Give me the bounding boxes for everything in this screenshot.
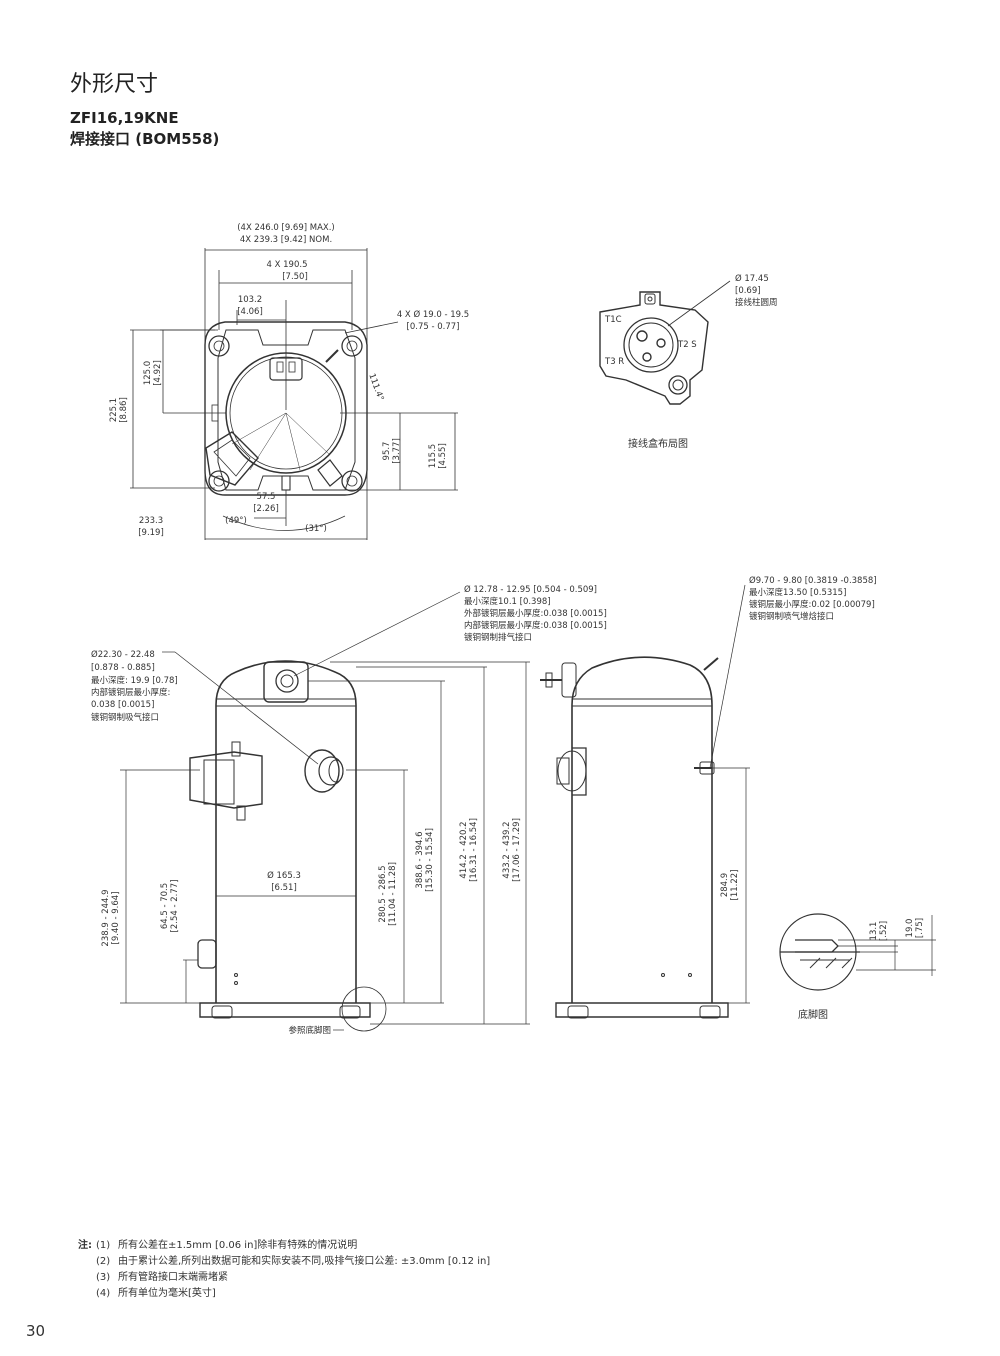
note-text: 所有管路接口末端需堵紧 (118, 1272, 228, 1283)
note-index: (3) (96, 1272, 111, 1283)
injection-spec-line: 镀铜层最小厚度:0.02 [0.00079] (749, 599, 875, 610)
angle-49: (49°) (225, 516, 247, 526)
dim-125-in: [4.92] (153, 360, 163, 386)
discharge-spec-line: 最小深度10.1 [0.398] (464, 596, 551, 607)
terminal-box-caption: 接线盒布局图 (628, 437, 688, 450)
dim-mount-hole: 4 X Ø 19.0 - 19.5 (397, 309, 469, 320)
dim-foot-190: 19.0 (905, 919, 915, 938)
injection-spec-line: 镀铜钢制喷气增焓接口 (749, 611, 834, 622)
note-item: (2) 由于累计公差,所列出数据可能和实际安装不同,吸排气接口公差: ±3.0m… (78, 1254, 490, 1270)
dim-h-3886-in: [15.30 - 15.54] (425, 828, 435, 892)
dim-foot-190-in: [.75] (915, 918, 925, 938)
note-item: (4) 所有单位为毫米[英寸] (78, 1286, 490, 1302)
note-text: 所有单位为毫米[英寸] (118, 1288, 216, 1299)
foot-detail-caption: 底脚图 (798, 1008, 828, 1021)
dim-2333-in: [9.19] (138, 528, 164, 538)
discharge-spec: Ø 12.78 - 12.95 [0.504 - 0.509] 最小深度10.1… (464, 584, 607, 643)
note-index: (4) (96, 1288, 111, 1299)
dim-mount-hole-in: [0.75 - 0.77] (407, 322, 460, 332)
dim-575-in: [2.26] (253, 504, 279, 514)
dim-h-4332: 433.2 - 439.2 (502, 821, 512, 878)
dim-h-4332-in: [17.06 - 17.29] (512, 818, 522, 882)
terminal-t1c: T1C (604, 315, 622, 325)
note-text: 所有公差在±1.5mm [0.06 in]除非有特殊的情况说明 (118, 1240, 358, 1251)
dim-offset: 103.2 (238, 295, 262, 305)
page-title: 外形尺寸 (70, 72, 159, 97)
dim-h-4142: 414.2 - 420.2 (459, 821, 469, 878)
dim-offset-in: [4.06] (237, 307, 263, 317)
note-item: (3) 所有管路接口末端需堵紧 (78, 1270, 490, 1286)
top-view (130, 248, 458, 540)
dim-h-2389-in: [9.40 - 9.64] (111, 892, 121, 945)
suction-spec-line: 0.038 [0.0015] (91, 700, 154, 710)
dim-957: 95.7 (382, 442, 392, 461)
dim-h-4142-in: [16.31 - 16.54] (469, 818, 479, 882)
injection-spec-line: Ø9.70 - 9.80 [0.3819 -0.3858] (749, 575, 877, 586)
dim-foot-131-in: [.52] (879, 921, 889, 941)
angle-111: 111.4° (366, 372, 385, 402)
side-view-left (120, 591, 530, 1032)
dim-width-nom: 4X 239.3 [9.42] NOM. (240, 235, 332, 245)
angle-31: (31°) (305, 524, 327, 534)
model-name: ZFI16,19KNE (70, 109, 179, 127)
dim-bolt-spacing-in: [7.50] (282, 272, 308, 282)
terminal-box-view (599, 280, 731, 405)
dim-125: 125.0 (143, 361, 153, 385)
dim-h-3886: 388.6 - 394.6 (415, 831, 425, 888)
terminal-diameter-note: 接线柱圆周 (735, 297, 778, 308)
dim-1155-in: [4.55] (438, 443, 448, 469)
terminal-t2s: T2 S (677, 340, 697, 350)
dim-1155: 115.5 (428, 444, 438, 468)
injection-spec-line: 最小深度13.50 [0.5315] (749, 587, 846, 598)
note-item: 注: (1) 所有公差在±1.5mm [0.06 in]除非有特殊的情况说明 (78, 1238, 490, 1254)
page-number: 30 (26, 1322, 46, 1340)
terminal-diameter-in: [0.69] (735, 286, 761, 296)
suction-spec-line: 内部镀铜层最小厚度: (91, 687, 170, 698)
note-text: 由于累计公差,所列出数据可能和实际安装不同,吸排气接口公差: ±3.0mm [0… (118, 1256, 491, 1267)
side-view-right (540, 584, 750, 1019)
dim-225: 225.1 (109, 398, 119, 422)
dim-h-645-in: [2.54 - 2.77] (170, 880, 180, 933)
dim-h-2805-in: [11.04 - 11.28] (388, 862, 398, 926)
note-index: (2) (96, 1256, 111, 1267)
terminal-diameter: Ø 17.45 (735, 273, 769, 284)
dim-shell-dia-in: [6.51] (271, 883, 297, 893)
dim-h-2805: 280.5 - 286.5 (378, 865, 388, 922)
discharge-spec-line: Ø 12.78 - 12.95 [0.504 - 0.509] (464, 584, 597, 595)
dim-957-in: [3.77] (392, 438, 402, 464)
dim-225-in: [8.86] (119, 397, 129, 423)
discharge-spec-line: 外部镀铜层最小厚度:0.038 [0.0015] (464, 608, 607, 619)
suction-spec: Ø22.30 - 22.48 [0.878 - 0.885] 最小深度: 19.… (91, 649, 178, 723)
model-subtitle: ZFI16,19KNE 焊接接口 (BOM558) (70, 108, 219, 150)
dim-2333: 233.3 (139, 516, 163, 526)
dim-h-2389: 238.9 - 244.9 (101, 889, 111, 946)
suction-spec-line: Ø22.30 - 22.48 (91, 649, 155, 660)
discharge-spec-line: 内部镀铜层最小厚度:0.038 [0.0015] (464, 620, 607, 631)
notes-section: 注: (1) 所有公差在±1.5mm [0.06 in]除非有特殊的情况说明 (… (78, 1238, 490, 1302)
injection-spec: Ø9.70 - 9.80 [0.3819 -0.3858] 最小深度13.50 … (749, 575, 877, 622)
suction-spec-line: 镀铜钢制吸气接口 (91, 712, 159, 723)
notes-label: 注: (78, 1240, 92, 1251)
dim-h-2849-in: [11.22] (730, 870, 740, 901)
dim-width-max: (4X 246.0 [9.69] MAX.) (237, 223, 335, 233)
dim-575: 57.5 (257, 492, 276, 502)
suction-spec-line: 最小深度: 19.9 [0.78] (91, 675, 178, 686)
note-index: (1) (96, 1240, 111, 1251)
foot-ref-label: 参照底脚图 (288, 1025, 331, 1036)
dim-h-645: 64.5 - 70.5 (160, 883, 170, 929)
terminal-t3r: T3 R (604, 357, 624, 367)
foot-detail (779, 913, 936, 991)
connection-type: 焊接接口 (BOM558) (70, 130, 220, 148)
discharge-spec-line: 镀铜钢制排气接口 (464, 632, 532, 643)
dim-foot-131: 13.1 (869, 922, 879, 941)
dim-bolt-spacing: 4 X 190.5 (267, 260, 308, 270)
dim-shell-dia: Ø 165.3 (267, 870, 301, 881)
suction-spec-line: [0.878 - 0.885] (91, 663, 155, 673)
dim-h-2849: 284.9 (720, 873, 730, 897)
